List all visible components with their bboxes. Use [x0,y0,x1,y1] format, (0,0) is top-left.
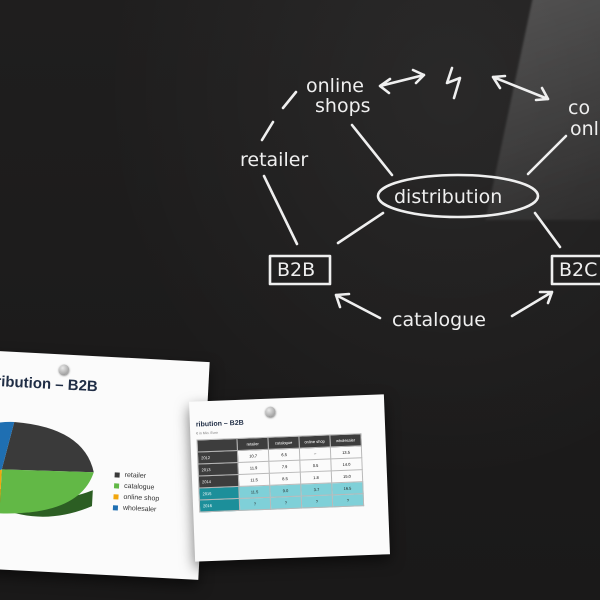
line-retailer-b2b [262,174,299,246]
label-distribution: distribution [394,186,502,208]
arrow-catalogue-b2c [510,290,554,318]
pie-card-title: tribution – B2B [0,372,99,396]
slice-retailer [1,421,94,473]
legend-item: wholesaler [112,502,159,515]
distribution-ellipse [376,173,540,219]
pie-legend: retailer catalogue online shop wholesale… [112,469,161,515]
double-arrow-right [491,74,550,102]
label-shops: shops [315,95,371,117]
label-b2b: B2B [277,259,315,281]
label-online: online [306,75,364,97]
arrow-catalogue-b2b [334,292,382,320]
slice-catalogue [0,469,94,514]
line-distribution-b2b [336,211,385,245]
pushpin-icon [58,364,70,375]
line-distribution-b2c [533,211,562,249]
pie-chart [0,421,94,517]
table-card: ribution – B2B € in Mio. Euro retailer c… [189,394,390,562]
label-catalogue: catalogue [392,309,486,331]
pie-chart-card: tribution – B2B retailer catalogue onlin… [0,350,210,580]
pushpin-icon [265,406,276,417]
dashed-line-retailer-onlineshops [260,90,298,142]
slice-wholesaler [0,421,15,482]
label-right-top-1: co [568,97,590,119]
data-table: retailer catalogue online shop wholesale… [196,433,364,512]
b2b-box [268,254,332,286]
table-card-subtitle: € in Mio. Euro [196,430,218,436]
line-distribution-onlineshops [350,123,394,177]
label-retailer: retailer [240,149,308,171]
b2c-box [550,254,600,286]
double-arrow-left [378,68,426,95]
label-right-top-2: onl [570,118,599,140]
lightning-icon [445,66,462,100]
label-b2c: B2C [559,259,597,281]
line-distribution-right [526,134,568,176]
table-card-title: ribution – B2B [195,419,244,429]
